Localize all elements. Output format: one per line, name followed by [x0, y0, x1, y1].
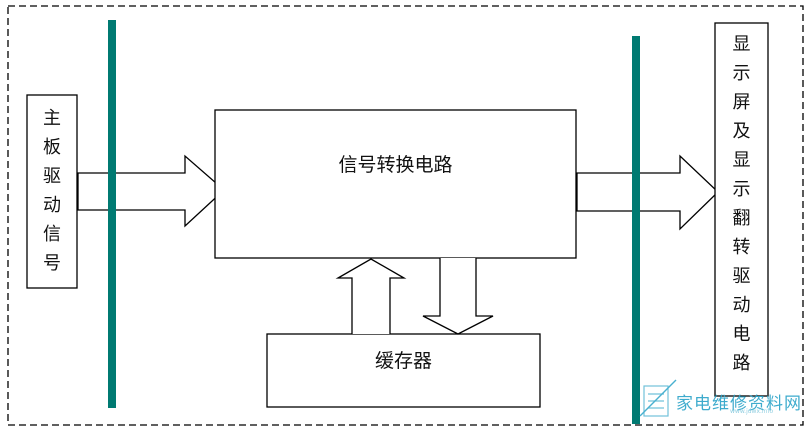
right-divider-bar [632, 36, 640, 424]
watermark-url: www.jdwx.info [730, 408, 774, 415]
buffer-label: 缓存器 [374, 350, 432, 372]
signal-conversion-label: 信号转换电路 [338, 154, 453, 176]
input-label-char: 号 [43, 253, 61, 274]
output-arrow [576, 154, 719, 231]
input-label-char: 驱 [43, 166, 61, 187]
output-label-char: 路 [732, 353, 751, 374]
signal-conversion-block [214, 109, 577, 259]
watermark-text: 家电维修资料网 [676, 394, 802, 414]
input-label-char: 动 [43, 195, 61, 216]
output-label-char: 显 [732, 150, 751, 171]
output-label-char: 转 [732, 237, 751, 258]
input-arrow [77, 154, 225, 228]
input-box [26, 94, 78, 289]
up-arrow [335, 258, 407, 334]
down-arrow [422, 258, 494, 335]
watermark-logo-icon [639, 379, 677, 417]
output-label-char: 显 [732, 34, 751, 55]
output-box-label: 显 示 屏 及 显 示 翻 转 驱 动 电 路 [715, 30, 768, 378]
output-label-char: 动 [732, 295, 751, 316]
left-divider-bar [108, 20, 116, 408]
output-box [714, 22, 769, 397]
input-label-char: 主 [43, 108, 61, 129]
input-box-label: 主 板 驱 动 信 号 [27, 104, 77, 278]
output-label-char: 及 [732, 121, 751, 142]
output-label-char: 屏 [732, 92, 751, 113]
output-label-char: 翻 [732, 208, 751, 229]
output-label-char: 驱 [732, 266, 751, 287]
output-label-char: 示 [732, 63, 751, 84]
input-label-char: 信 [43, 224, 61, 245]
buffer-block [266, 333, 541, 408]
output-label-char: 示 [732, 179, 751, 200]
output-label-char: 电 [732, 324, 751, 345]
input-label-char: 板 [43, 137, 61, 158]
dashed-border [7, 5, 804, 426]
